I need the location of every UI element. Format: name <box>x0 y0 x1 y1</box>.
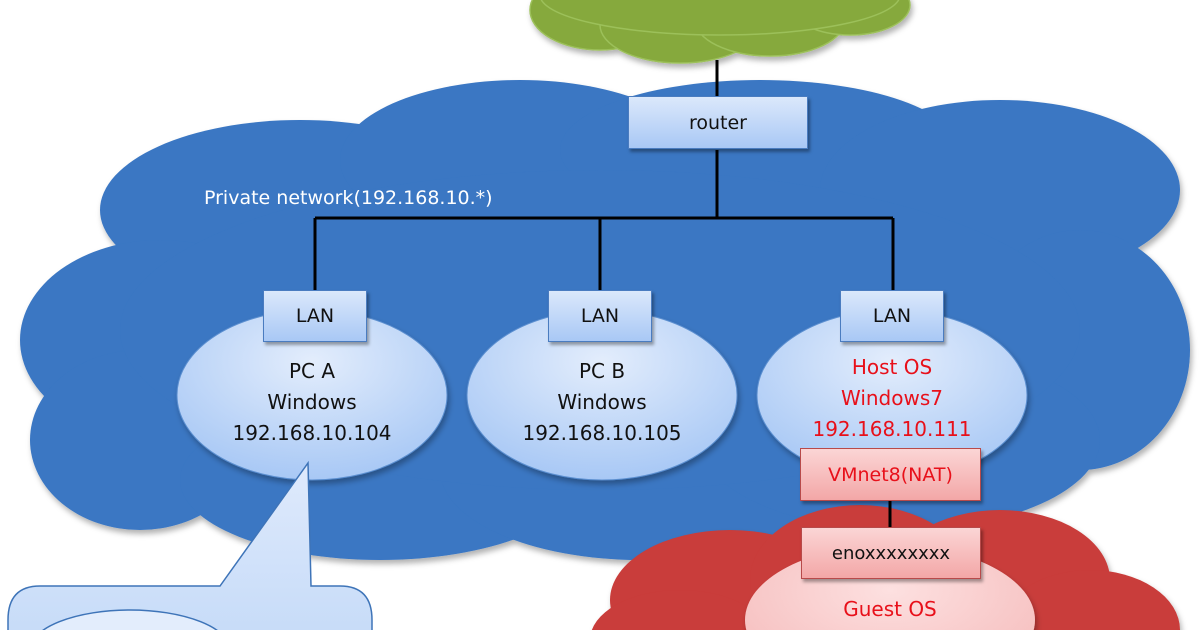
guest-nic-label: enoxxxxxxxx <box>831 542 951 564</box>
vmnet8-box: VMnet8(NAT) <box>800 448 981 501</box>
vmnet8-label: VMnet8(NAT) <box>828 463 953 486</box>
host-os-text: Host OS Windows7 192.168.10.111 <box>792 352 992 445</box>
guest-os-text: Guest OS <box>790 594 990 625</box>
pc-b-lan-box: LAN <box>548 290 652 342</box>
host-os-os: Windows7 <box>840 386 943 410</box>
host-os-ip: 192.168.10.111 <box>812 417 972 441</box>
pc-b-ip: 192.168.10.105 <box>522 421 682 445</box>
pc-a-ip: 192.168.10.104 <box>232 421 392 445</box>
pc-b-name: PC B <box>578 359 626 383</box>
pc-a-lan-label: LAN <box>295 305 335 327</box>
pc-a-text: PC A Windows 192.168.10.104 <box>212 356 412 449</box>
router-label: router <box>688 111 747 134</box>
connector-lines <box>313 60 895 528</box>
guest-os-label: Guest OS <box>843 597 937 621</box>
guest-nic-box: enoxxxxxxxx <box>801 527 981 579</box>
internet-cloud <box>529 0 911 64</box>
host-lan-label: LAN <box>872 305 912 327</box>
private-network-label: Private network(192.168.10.*) <box>204 187 493 209</box>
pc-b-text: PC B Windows 192.168.10.105 <box>502 356 702 449</box>
callout-bubble <box>7 460 373 630</box>
host-os-name: Host OS <box>851 355 933 379</box>
pc-a-name: PC A <box>288 359 336 383</box>
host-lan-box: LAN <box>840 290 944 342</box>
pc-b-os: Windows <box>557 390 647 414</box>
pc-a-os: Windows <box>267 390 357 414</box>
pc-a-lan-box: LAN <box>263 290 367 342</box>
callout-inner-ellipse <box>42 609 218 630</box>
router-box: router <box>628 96 808 149</box>
pc-b-lan-label: LAN <box>580 305 620 327</box>
